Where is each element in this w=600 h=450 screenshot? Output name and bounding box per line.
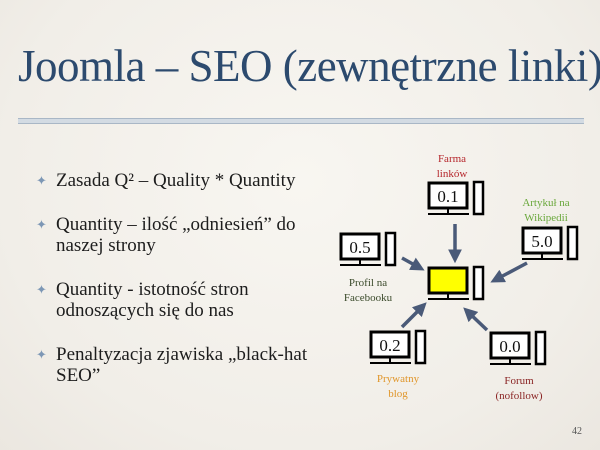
bullet-item: ✦ Penaltyzacja zjawiska „black-hat SEO” [36,344,336,386]
node-facebook: 0.5 [339,231,397,267]
bullet-icon: ✦ [36,173,47,188]
title-divider [18,118,584,124]
monitor-icon [427,181,469,210]
monitor-icon [427,266,469,295]
arrow-blog [400,302,427,329]
bullet-text: Quantity - istotność stron odnoszących s… [56,279,249,321]
node-value: 0.5 [349,238,370,257]
bullet-item: ✦ Quantity - istotność stron odnoszących … [36,279,336,321]
node-value: 0.0 [499,337,520,356]
tower-icon [534,330,547,366]
node-blog: 0.2 [369,329,427,365]
monitor-icon [369,330,411,359]
tower-icon [384,231,397,267]
node-label: Prywatny [377,373,420,385]
node-label: Farma [438,153,466,165]
tower-icon [414,329,427,365]
node-label: Profil na [349,277,387,289]
tower-icon [566,225,579,261]
node-label: Wikipedii [524,212,568,224]
node-label: Artykuł na [522,197,569,209]
node-value: 0.2 [379,336,400,355]
arrow-forum [463,307,489,332]
bullet-icon: ✦ [36,282,47,297]
arrow-facebook [401,256,425,271]
bullet-text: Zasada Q² – Quality * Quantity [56,170,296,191]
bullet-item: ✦ Quantity – ilość „odniesień” do naszej … [36,214,336,256]
bullet-icon: ✦ [36,347,47,362]
bullet-text: Quantity – ilość „odniesień” do naszej s… [56,214,296,256]
tower-icon [472,180,485,216]
node-forum: 0.0 [489,330,547,366]
monitor-icon [521,226,563,255]
bullet-text: Penaltyzacja zjawiska „black-hat SEO” [56,344,308,386]
node-value: 5.0 [531,232,552,251]
node-value: 0.1 [437,187,458,206]
node-label: blog [388,388,408,400]
monitor-icon [339,232,381,261]
monitor-icon [489,331,531,360]
node-target-site [427,265,485,301]
bullet-list: ✦ Zasada Q² – Quality * Quantity ✦ Quantit… [36,170,336,409]
node-label: Forum [504,375,534,387]
node-wikipedia: 5.0 [521,225,579,261]
node-farma-linkow: 0.1 [427,180,485,216]
node-label: (nofollow) [495,390,542,402]
slide-title: Joomla – SEO (zewnętrzne linki) [18,41,600,91]
node-label: linków [437,168,468,180]
node-label: Facebooku [344,292,393,304]
bullet-item: ✦ Zasada Q² – Quality * Quantity [36,170,336,191]
page-number: 42 [572,426,582,437]
tower-icon [472,265,485,301]
arrow-wikipedia [490,261,528,283]
bullet-icon: ✦ [36,217,47,232]
